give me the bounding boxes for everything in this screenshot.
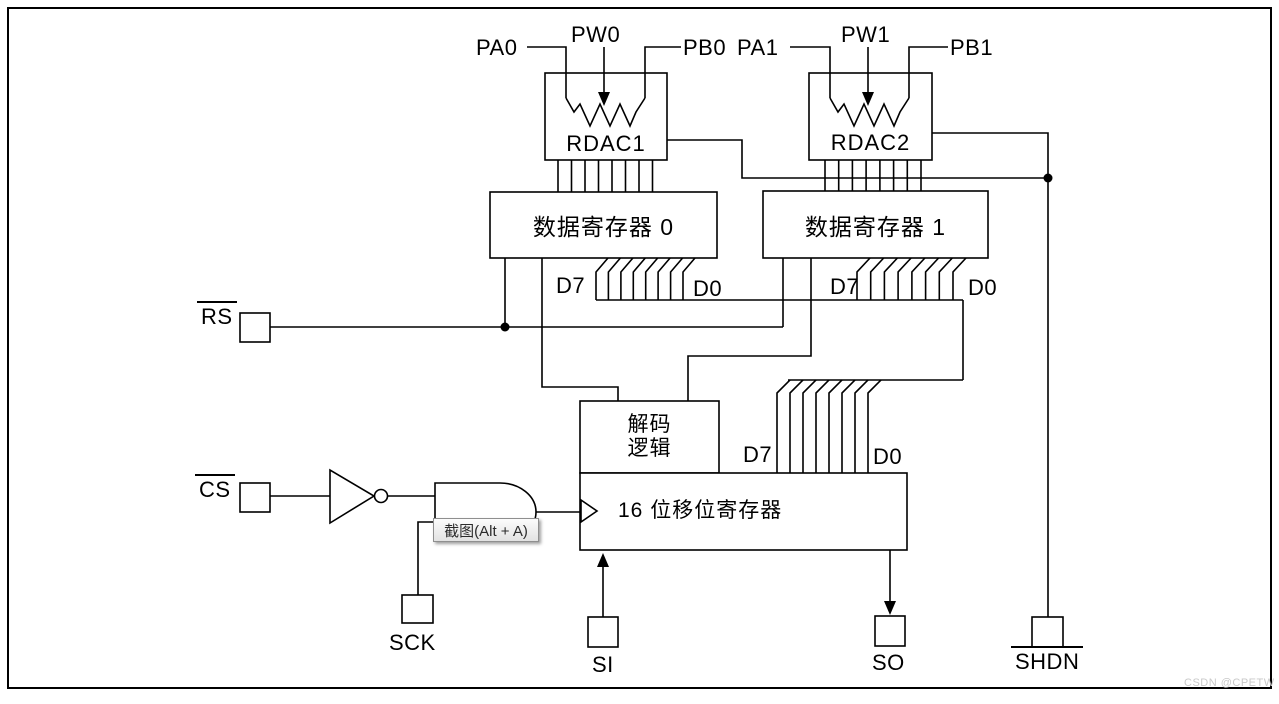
sck-pin-box bbox=[401, 594, 434, 624]
shift-register-block bbox=[579, 472, 908, 551]
rs-net bbox=[239, 258, 784, 343]
pin-label-so: SO bbox=[872, 650, 905, 675]
rdac1-register-bus bbox=[557, 160, 654, 192]
rs-pin-box bbox=[239, 312, 271, 343]
decode-logic-label: 解码 逻辑 bbox=[580, 401, 719, 473]
pin-label-pb0: PB0 bbox=[683, 35, 727, 60]
bus-label-d0: D0 bbox=[968, 275, 998, 300]
arrow-up-icon bbox=[597, 553, 609, 567]
rdac1-block bbox=[527, 46, 681, 161]
pin-label-cs: CS bbox=[195, 474, 235, 501]
pin-label-rs: RS bbox=[197, 301, 237, 328]
pb1-wire bbox=[908, 46, 948, 98]
diagram-border bbox=[7, 7, 1272, 689]
so-pin-box bbox=[874, 615, 906, 647]
shift-register-data-bus bbox=[776, 379, 882, 473]
clock-gating-logic bbox=[239, 468, 581, 624]
screenshot-tooltip: 截图(Alt + A) bbox=[433, 518, 539, 542]
pa1-wire bbox=[790, 46, 831, 98]
bus-label-d0: D0 bbox=[693, 276, 723, 301]
inverter-gate-icon bbox=[329, 468, 376, 525]
bus-label-d7: D7 bbox=[556, 273, 586, 298]
bus-label-d0: D0 bbox=[873, 444, 903, 469]
cs-pin-box bbox=[239, 482, 271, 513]
inverter-bubble-icon bbox=[373, 488, 389, 504]
decode-logic-line1: 解码 bbox=[627, 413, 672, 436]
wiper-arrow-icon bbox=[598, 92, 610, 106]
pin-label-pw1: PW1 bbox=[841, 22, 891, 47]
register0-data-bus bbox=[595, 257, 696, 300]
bus-label-d7: D7 bbox=[830, 274, 860, 299]
pa0-wire bbox=[527, 46, 567, 98]
decode-select-lines bbox=[541, 258, 812, 401]
clock-input-icon bbox=[580, 498, 599, 524]
shift-register-label: 16 位移位寄存器 bbox=[618, 499, 783, 522]
sck-wire bbox=[417, 521, 436, 595]
pin-label-sck: SCK bbox=[389, 630, 436, 655]
pin-label-pb1: PB1 bbox=[950, 35, 994, 60]
resistor-icon bbox=[829, 97, 910, 128]
shdn-pin-box bbox=[1031, 616, 1064, 648]
so-net bbox=[874, 550, 906, 647]
resistor-icon bbox=[565, 97, 646, 128]
data-register-1-label: 数据寄存器 1 bbox=[804, 213, 947, 240]
register1-data-bus bbox=[856, 257, 967, 300]
screenshot-tooltip-text: 截图(Alt + A) bbox=[444, 522, 528, 540]
si-pin-box bbox=[587, 616, 619, 648]
data-register-0-block bbox=[489, 191, 718, 259]
rdac2-register-bus bbox=[824, 160, 922, 191]
junction-dot bbox=[500, 322, 510, 332]
decode-logic-line2: 逻辑 bbox=[627, 437, 672, 460]
pin-label-shdn: SHDN bbox=[1011, 646, 1084, 673]
junction-dot bbox=[1043, 173, 1053, 183]
pin-label-pa1: PA1 bbox=[737, 35, 779, 60]
pin-label-pa0: PA0 bbox=[476, 35, 518, 60]
data-register-0-label: 数据寄存器 0 bbox=[532, 214, 675, 240]
watermark: CSDN @CPETW bbox=[1184, 677, 1275, 689]
rdac2-block bbox=[790, 46, 948, 161]
pin-label-pw0: PW0 bbox=[571, 22, 621, 47]
data-register-1-block bbox=[762, 190, 989, 259]
wiper-arrow-icon bbox=[862, 92, 874, 106]
pin-label-si: SI bbox=[592, 652, 614, 677]
shared-data-bus bbox=[596, 299, 964, 381]
decode-logic-block bbox=[579, 400, 720, 474]
si-net bbox=[587, 553, 619, 648]
shdn-net bbox=[667, 132, 1053, 617]
bus-label-d7: D7 bbox=[743, 442, 773, 467]
rdac2-label: RDAC2 bbox=[830, 130, 911, 155]
pb0-wire bbox=[644, 46, 681, 98]
rdac1-label: RDAC1 bbox=[566, 131, 646, 156]
arrow-down-icon bbox=[884, 601, 896, 615]
